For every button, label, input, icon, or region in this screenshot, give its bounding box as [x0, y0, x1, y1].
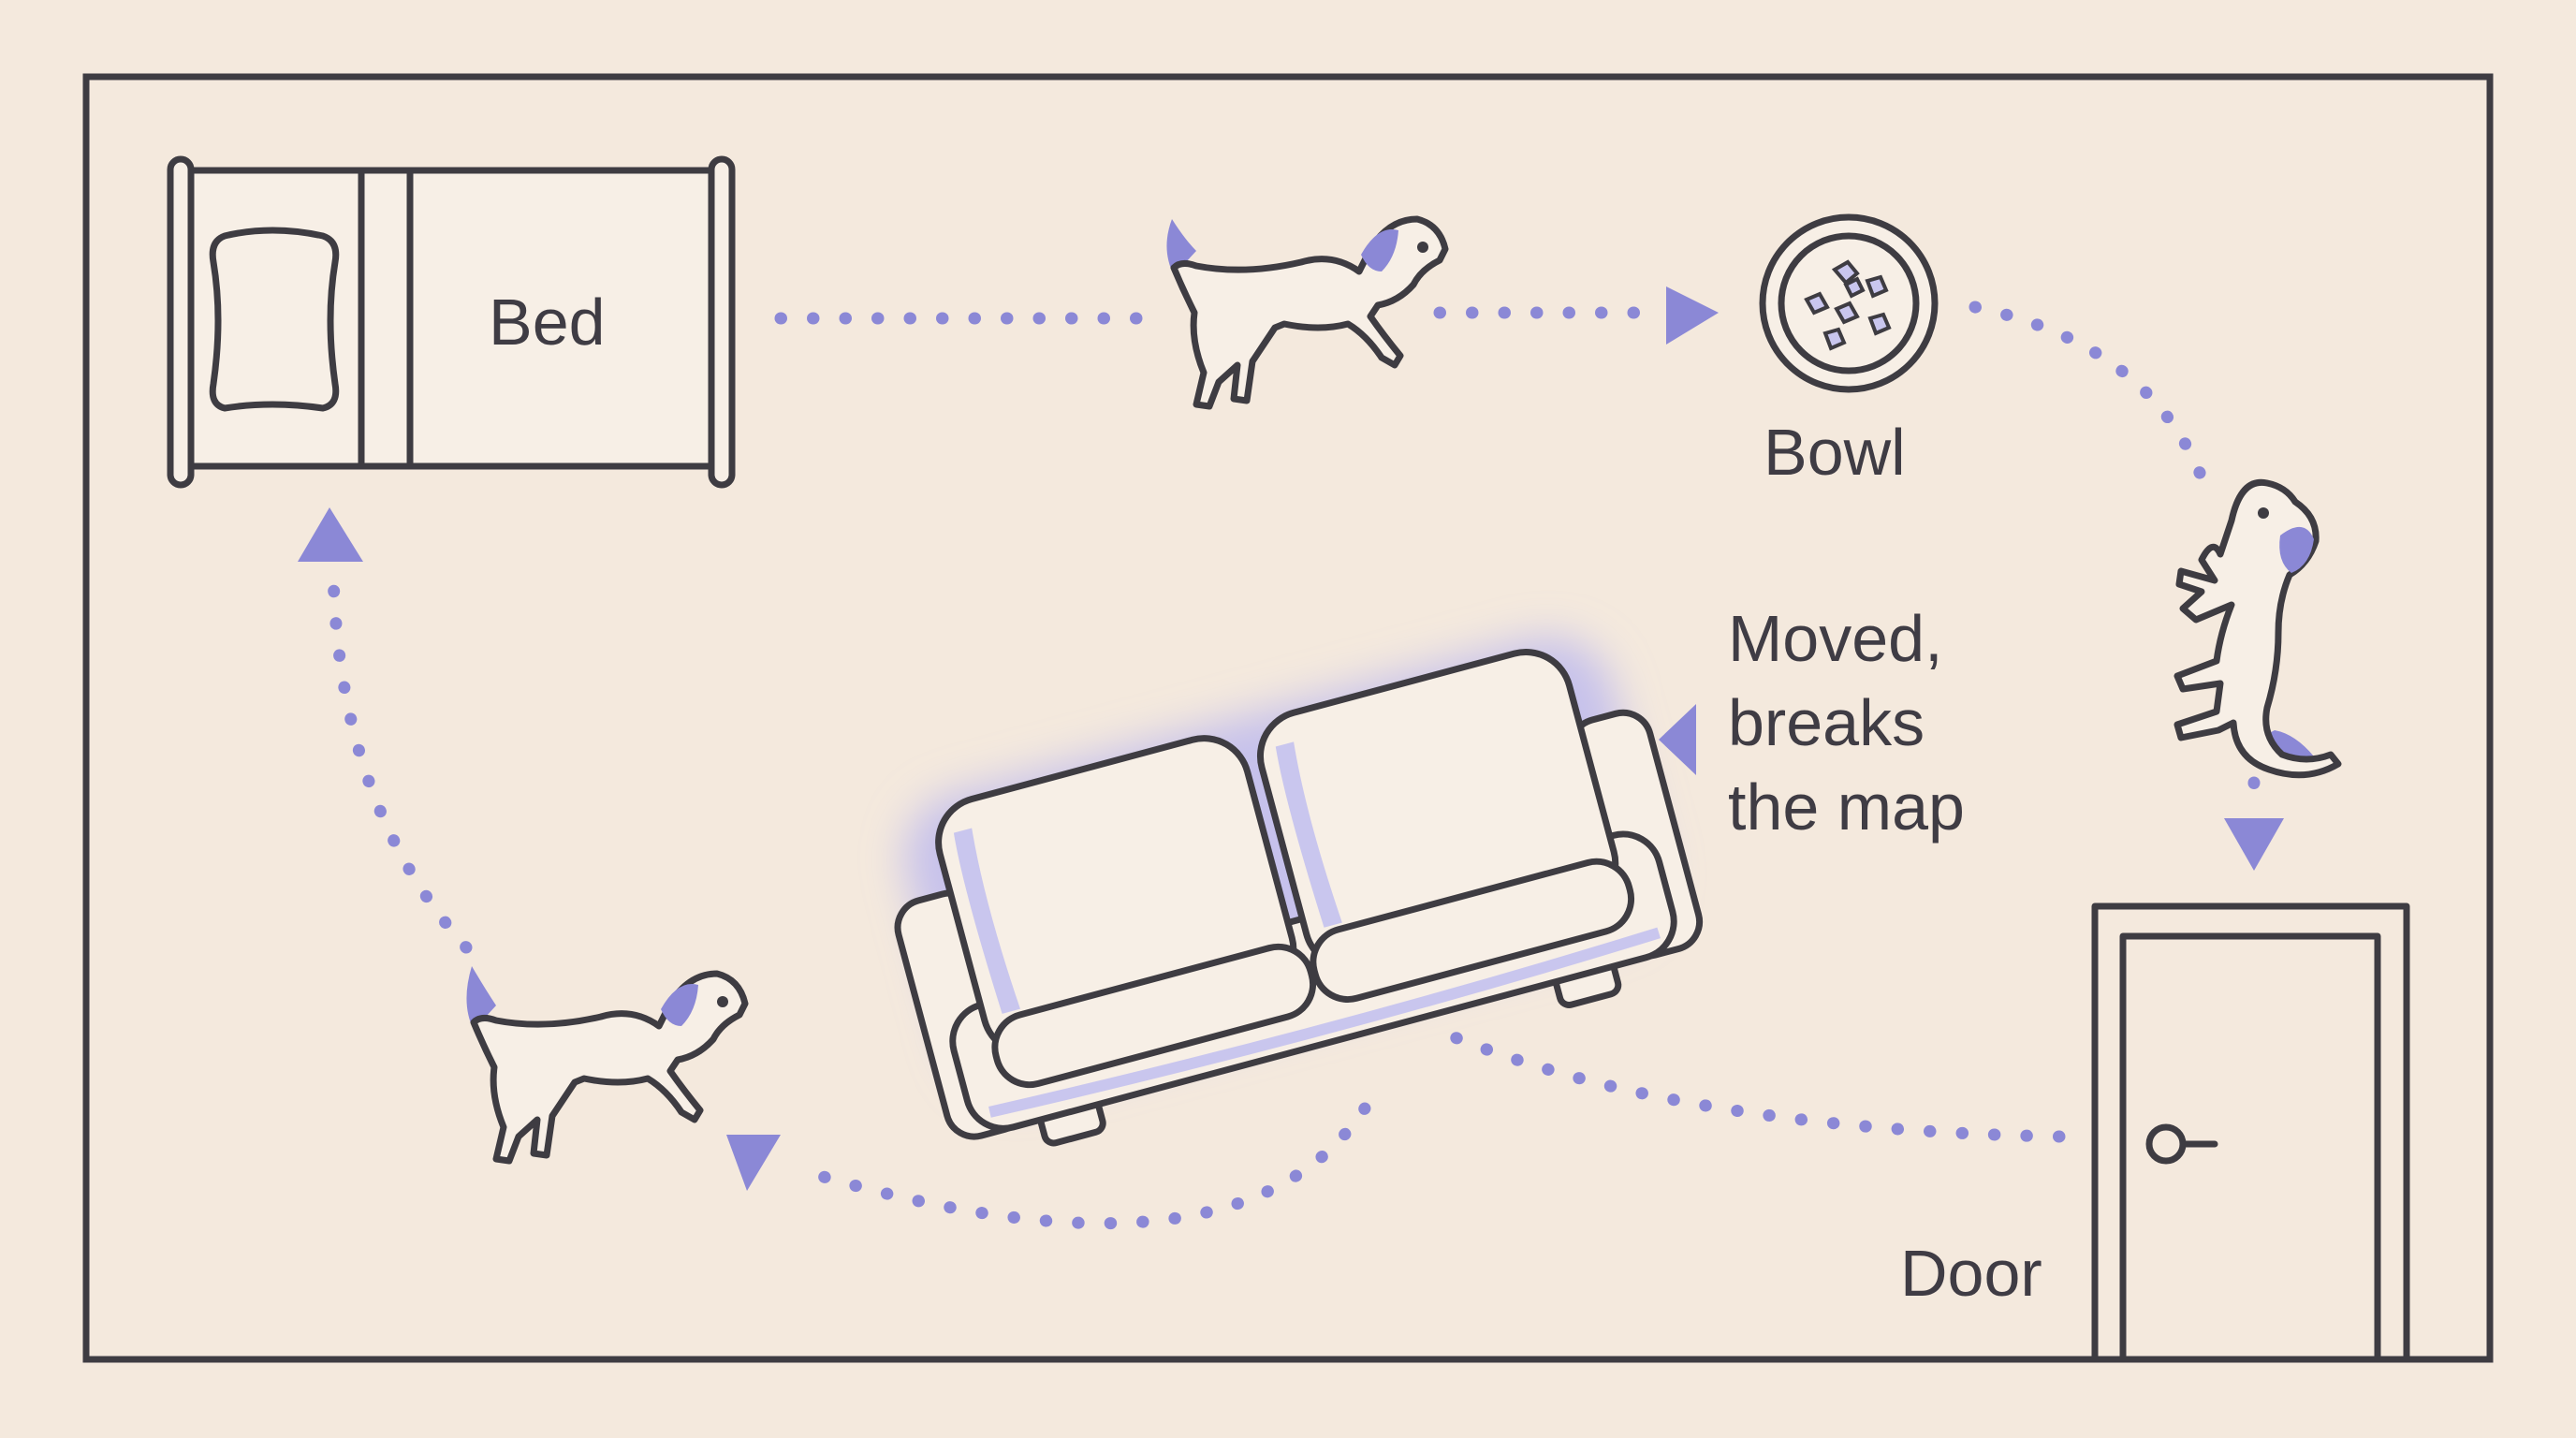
couch-note-line-1: Moved, — [1728, 602, 1943, 675]
door-icon — [2091, 902, 2410, 1363]
couch-note-arrow-icon — [1659, 704, 1696, 775]
couch-note-line-3: the map — [1728, 770, 1965, 844]
couch-note: Moved, breaks the map — [1728, 602, 1965, 844]
pillow-icon — [209, 227, 340, 412]
room-wall — [82, 73, 2494, 1363]
arrow-icon — [1666, 286, 1719, 345]
path-dog-to-bed — [327, 566, 473, 954]
bed-icon — [167, 155, 736, 489]
path-door-to-couch — [1426, 1021, 2066, 1143]
path-bowl-to-door — [1969, 301, 2212, 493]
door-label: Door — [1900, 1237, 2042, 1310]
arrow-icon — [726, 1135, 781, 1191]
arrow-icon — [298, 507, 363, 562]
bowl-icon — [1759, 213, 1939, 393]
dog-icon — [2174, 478, 2342, 779]
bed-label: Bed — [489, 286, 606, 359]
couch-note-line-2: breaks — [1728, 686, 1925, 759]
dog-icon — [1166, 215, 1449, 410]
dog-icon — [466, 966, 749, 1165]
arrow-icon — [2224, 818, 2284, 871]
path-couch-to-dog — [795, 1102, 1371, 1230]
couch-icon — [894, 637, 1704, 1147]
bowl-label: Bowl — [1764, 416, 1906, 489]
